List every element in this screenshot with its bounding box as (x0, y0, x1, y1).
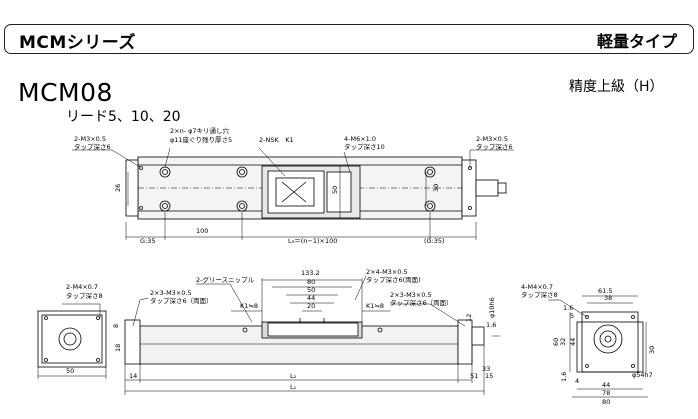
dim-1-6a: 1.6 (563, 304, 573, 312)
dim-g-left: G:35 (140, 237, 156, 245)
dim-phi54: φ54h7 (632, 371, 653, 379)
dim-78: 78 (602, 389, 610, 397)
precision-grade: 精度上級（H） (569, 79, 664, 95)
ann-nsk: 2-NSK K1 (259, 136, 294, 144)
ann-counterbore: φ11座ぐり残り厚さ5 (170, 135, 232, 144)
dim-80: 80 (307, 278, 315, 286)
series-title: MCMシリーズ (19, 33, 136, 53)
series-header: MCMシリーズ 軽量タイプ (4, 24, 694, 54)
dim-26: 26 (114, 184, 122, 192)
ann-m3-left-depth: タップ深さ6 (74, 142, 111, 151)
ann-m3-right: 2-M3×0.5 (476, 135, 508, 143)
dim-l1: L₁ (290, 383, 297, 391)
ann-grease: 2-グリースニップル (196, 275, 255, 284)
series-type: 軽量タイプ (596, 32, 677, 51)
ann-m6: 4-M6×1.0 (344, 135, 376, 143)
ann-m4-right-depth: タップ深さ8 (521, 290, 558, 299)
side-view (124, 275, 500, 395)
dim-44: 44 (307, 294, 315, 302)
dim-44-end: 44 (569, 338, 577, 346)
dim-50: 50 (331, 186, 339, 194)
side-view-labels: 2×3-M3×0.5 タップ深さ6（両面） 2-グリースニップル 2×4-M3×… (112, 268, 496, 391)
dim-20: 20 (307, 302, 315, 310)
ann-m3-left: 2-M3×0.5 (74, 135, 106, 143)
dim-15: 15 (485, 372, 493, 380)
ann-m3-side: 2×3-M3×0.5 (150, 289, 192, 297)
ann-m3-side-r-depth: タップ深さ6（両面） (390, 298, 453, 307)
dim-133: 133.2 (301, 269, 320, 277)
ann-m6-depth: タップ深さ10 (344, 142, 385, 151)
left-end-labels: 2-M4×0.7 タップ深さ8 50 (66, 283, 103, 375)
dim-4: 4 (575, 377, 579, 385)
ann-m3-top-depth: タップ深さ6(両面) (366, 275, 421, 284)
dim-50-left: 50 (66, 367, 74, 375)
dim-50-side: 50 (307, 286, 315, 294)
ann-m3-right-depth: タップ深さ6 (476, 142, 513, 151)
ann-m3-top: 2×4-M3×0.5 (366, 268, 408, 276)
ann-m4-right: 4-M4×0.7 (521, 283, 553, 291)
dim-30: 30 (432, 184, 440, 192)
ann-m3-side-depth: タップ深さ6（両面） (150, 296, 213, 305)
dim-1-6b: 1.6 (560, 372, 568, 382)
left-end-view (37, 303, 107, 379)
dim-80-end: 80 (602, 398, 610, 406)
ann-m3-side-r: 2×3-M3×0.5 (390, 291, 432, 299)
dim-phi10: φ10h6 (488, 297, 496, 318)
dim-8: 8 (112, 324, 120, 328)
dim-l2: L₂ (290, 372, 297, 380)
model-name: MCM08 (18, 78, 113, 107)
dim-g-right: (G:35) (424, 237, 445, 245)
top-view (72, 147, 514, 240)
dim-100: 100 (196, 227, 208, 235)
ann-m4-left: 2-M4×0.7 (66, 283, 98, 291)
top-view-labels: 2-M3×0.5 タップ深さ6 2×n- φ7キリ通し穴 φ11座ぐり残り厚さ5… (74, 126, 513, 245)
dim-44b: 44 (602, 381, 610, 389)
dim-51: 51 (470, 372, 478, 380)
dim-60: 60 (552, 338, 560, 346)
dim-12: 12 (465, 314, 473, 322)
dim-30-end: 30 (648, 346, 656, 354)
dim-k1-right: K1≒8 (366, 302, 384, 310)
dim-32: 32 (559, 338, 567, 346)
dim-l3: L₃＝(n−1)×100 (288, 237, 337, 245)
dim-k1-left: K1≒8 (240, 302, 258, 310)
dim-5: 5 (570, 312, 574, 320)
dim-18: 18 (114, 344, 122, 352)
dim-33: 33 (482, 365, 490, 373)
right-end-labels: 4-M4×0.7 タップ深さ8 61.5 38 1.6 5 60 32 44 3… (521, 283, 656, 406)
ann-m4-left-depth: タップ深さ8 (66, 291, 103, 300)
ann-holes: 2×n- φ7キリ通し穴 (170, 126, 230, 135)
dim-61-5: 61.5 (598, 287, 612, 295)
right-end-view (548, 295, 648, 398)
dim-38: 38 (604, 294, 612, 302)
lead-options: リード5、10、20 (66, 109, 181, 125)
dim-1-6: 1.6 (486, 321, 496, 329)
dim-14: 14 (129, 372, 137, 380)
